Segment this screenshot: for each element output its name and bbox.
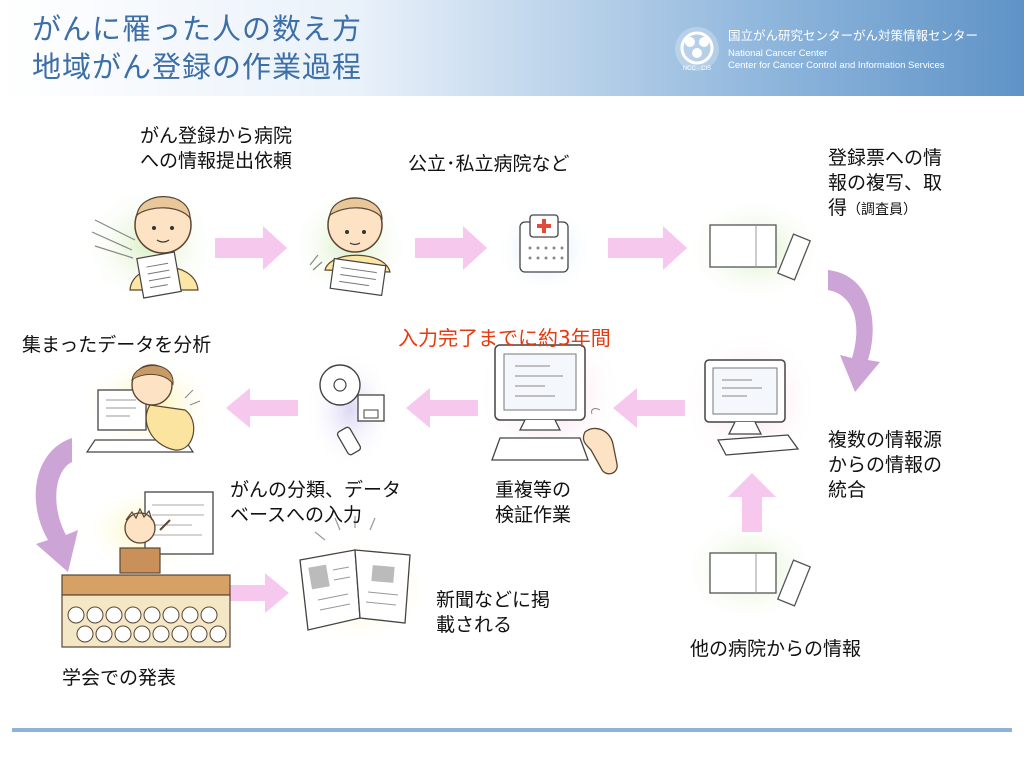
person-writing-icon (309, 197, 391, 297)
label-news: 新聞などに掲 載される (436, 588, 550, 638)
curved-arrow-left (35, 438, 78, 572)
computer-merge-icon (704, 359, 800, 456)
label-classify-line-2: ベースへの入力 (230, 504, 363, 526)
org-name-jp: 国立がん研究センターがん対策情報センター (728, 29, 979, 43)
label-request: がん登録から病院 への情報提出依頼 (140, 124, 292, 174)
label-verify: 重複等の 検証作業 (495, 478, 571, 528)
arrow-left-1 (613, 388, 685, 428)
label-news-line-2: 載される (436, 614, 513, 636)
label-copy-note: （調査員） (847, 202, 918, 218)
hospital-icon (519, 214, 569, 273)
label-conference: 学会での発表 (62, 667, 177, 689)
newspaper-icon (299, 516, 411, 631)
arrows-top-row (215, 226, 687, 270)
ncc-logo-icon: NCC · CIS (675, 27, 719, 72)
computer-verify-icon (491, 344, 618, 475)
label-merge-line-2: からの情報の (828, 454, 943, 476)
label-classify-line-1: がんの分類、データ (230, 479, 402, 501)
label-merge-line-1: 複数の情報源 (828, 429, 943, 451)
label-verify-line-2: 検証作業 (495, 504, 572, 526)
person-writing-request-icon (91, 196, 199, 299)
footer-divider (12, 728, 1012, 732)
label-verify-line-1: 重複等の (495, 479, 572, 501)
arrow-left-3 (226, 388, 298, 428)
label-merge-line-3: 統合 (828, 479, 867, 501)
org-name-en-2: Center for Cancer Control and Informatio… (728, 60, 945, 71)
header-banner: がんに罹った人の数え方 地域がん登録の作業過程 NCC · CIS 国立がん研究… (0, 0, 1024, 96)
arrow-left-2 (406, 388, 478, 428)
label-analyze: 集まったデータを分析 (22, 334, 212, 356)
arrows-middle-row (226, 388, 685, 428)
arrow-up (728, 473, 776, 532)
label-request-line-1: がん登録から病院 (140, 125, 293, 147)
logo-text: NCC · CIS (683, 66, 711, 72)
storage-media-icon (319, 364, 385, 456)
analyst-icon (85, 364, 201, 453)
label-copy: 登録票への情 報の複写、取 得（調査員） (828, 146, 942, 223)
label-news-line-1: 新聞などに掲 (436, 589, 551, 611)
label-copy-line-1: 登録票への情 (828, 147, 943, 169)
title-line-1: がんに罹った人の数え方 (32, 12, 363, 46)
page-title: がんに罹った人の数え方 地域がん登録の作業過程 (32, 10, 362, 86)
label-copy-line-3: 得 (828, 197, 848, 219)
arrow-right-3 (608, 226, 687, 270)
label-hospitals: 公立･私立病院など (408, 153, 570, 175)
other-hospital-cards-icon (709, 552, 812, 607)
title-line-2: 地域がん登録の作業過程 (32, 50, 363, 84)
curved-arrow-right (828, 270, 880, 392)
label-classify: がんの分類、データ ベースへの入力 (230, 478, 401, 528)
arrow-right-1 (215, 226, 287, 270)
label-other-hospitals: 他の病院からの情報 (690, 638, 862, 660)
label-copy-line-2: 報の複写、取 (828, 172, 943, 194)
conference-presentation-icon (61, 491, 231, 648)
arrow-right-2 (415, 226, 487, 270)
org-name-en-1: National Cancer Center (728, 48, 828, 59)
arrow-right-news (215, 573, 289, 613)
label-duration-highlight: 入力完了までに約3年間 (398, 326, 611, 350)
label-merge: 複数の情報源 からの情報の 統合 (828, 428, 942, 503)
label-request-line-2: への情報提出依頼 (140, 150, 293, 172)
registration-cards-icon (709, 224, 812, 281)
organization-block: 国立がん研究センターがん対策情報センター National Cancer Cen… (728, 28, 978, 72)
